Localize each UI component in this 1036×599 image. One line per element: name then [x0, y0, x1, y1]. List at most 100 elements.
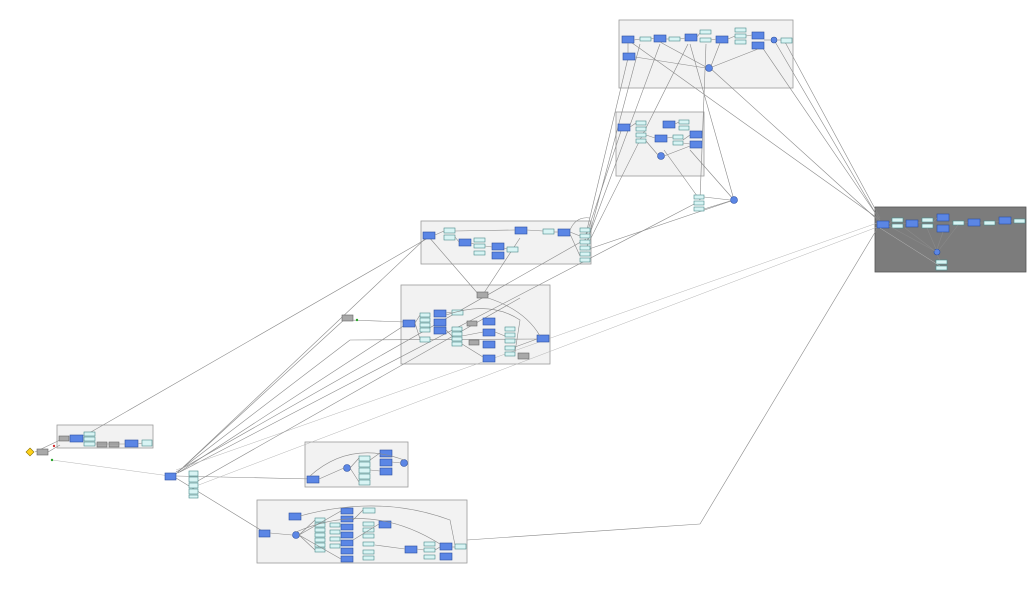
- task-node[interactable]: [876, 220, 890, 229]
- task-node[interactable]: [340, 539, 354, 547]
- task-node[interactable]: [69, 434, 84, 443]
- sub-node[interactable]: [423, 554, 436, 560]
- sub-node[interactable]: [188, 470, 199, 477]
- sub-node[interactable]: [506, 246, 519, 253]
- sub-node[interactable]: [473, 237, 486, 243]
- sub-node[interactable]: [734, 27, 747, 33]
- sub-node[interactable]: [329, 536, 341, 542]
- task-node[interactable]: [340, 531, 354, 539]
- gateway-node[interactable]: [343, 464, 351, 472]
- task-node[interactable]: [684, 33, 698, 42]
- sub-node[interactable]: [362, 549, 375, 555]
- task-node[interactable]: [124, 439, 139, 448]
- task-node[interactable]: [662, 120, 676, 129]
- task-node[interactable]: [653, 34, 667, 43]
- sub-node[interactable]: [635, 120, 647, 126]
- task-node[interactable]: [967, 218, 981, 227]
- sub-node[interactable]: [1013, 218, 1026, 224]
- task-node[interactable]: [689, 130, 703, 139]
- sub-node[interactable]: [423, 541, 436, 547]
- sub-node[interactable]: [678, 119, 690, 125]
- sub-node[interactable]: [504, 326, 516, 332]
- task-node[interactable]: [404, 545, 418, 554]
- disabled-node[interactable]: [466, 320, 478, 327]
- disabled-node[interactable]: [517, 352, 530, 360]
- sub-node[interactable]: [935, 265, 948, 271]
- sub-node[interactable]: [693, 206, 705, 212]
- sub-node[interactable]: [358, 455, 371, 462]
- task-node[interactable]: [751, 31, 765, 40]
- group-lower-mid[interactable]: [304, 441, 409, 488]
- sub-node[interactable]: [473, 243, 486, 249]
- sub-node[interactable]: [314, 547, 326, 553]
- gateway-node[interactable]: [770, 36, 778, 44]
- sub-node[interactable]: [358, 467, 371, 474]
- sub-node[interactable]: [188, 488, 199, 495]
- sub-node[interactable]: [314, 527, 326, 533]
- sub-node[interactable]: [678, 125, 690, 131]
- sub-node[interactable]: [451, 341, 463, 347]
- task-node[interactable]: [433, 309, 447, 318]
- sub-node[interactable]: [83, 441, 96, 447]
- sub-node[interactable]: [419, 312, 431, 318]
- disabled-node[interactable]: [476, 291, 489, 299]
- sub-node[interactable]: [419, 317, 431, 323]
- task-node[interactable]: [164, 472, 177, 481]
- task-node[interactable]: [621, 35, 635, 44]
- sub-node[interactable]: [358, 479, 371, 486]
- task-node[interactable]: [340, 555, 354, 563]
- sub-node[interactable]: [639, 36, 652, 42]
- sub-node[interactable]: [83, 431, 96, 437]
- sub-node[interactable]: [699, 37, 712, 43]
- task-node[interactable]: [379, 458, 393, 467]
- sub-node[interactable]: [504, 345, 516, 351]
- sub-node[interactable]: [83, 436, 96, 442]
- task-node[interactable]: [557, 228, 571, 237]
- task-node[interactable]: [288, 512, 302, 521]
- disabled-node[interactable]: [96, 441, 108, 448]
- sub-node[interactable]: [188, 482, 199, 489]
- start-task[interactable]: [36, 448, 49, 456]
- sub-node[interactable]: [952, 220, 965, 226]
- sub-node[interactable]: [362, 533, 375, 539]
- task-node[interactable]: [998, 216, 1012, 225]
- sub-node[interactable]: [699, 29, 712, 35]
- sub-node[interactable]: [668, 36, 681, 42]
- task-node[interactable]: [439, 542, 453, 551]
- sub-node[interactable]: [734, 33, 747, 39]
- task-node[interactable]: [491, 251, 505, 260]
- group-bottom[interactable]: [256, 499, 468, 564]
- gateway-node[interactable]: [292, 531, 300, 539]
- disabled-node[interactable]: [341, 314, 354, 322]
- sub-node[interactable]: [443, 234, 456, 241]
- sub-node[interactable]: [314, 532, 326, 538]
- disabled-node[interactable]: [108, 441, 120, 448]
- sub-node[interactable]: [579, 257, 591, 263]
- sub-node[interactable]: [419, 336, 431, 343]
- sub-node[interactable]: [419, 327, 431, 333]
- task-node[interactable]: [340, 523, 354, 531]
- task-node[interactable]: [433, 326, 447, 335]
- sub-node[interactable]: [358, 473, 371, 480]
- task-node[interactable]: [689, 140, 703, 149]
- task-node[interactable]: [58, 435, 70, 442]
- task-node[interactable]: [340, 507, 354, 515]
- sub-node[interactable]: [635, 138, 647, 144]
- sub-node[interactable]: [983, 220, 996, 226]
- sub-node[interactable]: [141, 439, 153, 447]
- task-node[interactable]: [936, 213, 950, 222]
- sub-node[interactable]: [635, 132, 647, 138]
- task-node[interactable]: [514, 226, 528, 235]
- task-node[interactable]: [258, 529, 271, 538]
- task-node[interactable]: [905, 219, 919, 228]
- sub-node[interactable]: [935, 259, 948, 265]
- sub-node[interactable]: [579, 251, 591, 257]
- task-node[interactable]: [482, 340, 496, 349]
- task-node[interactable]: [379, 467, 393, 476]
- sub-node[interactable]: [504, 332, 516, 338]
- sub-node[interactable]: [451, 331, 463, 337]
- task-node[interactable]: [536, 334, 550, 343]
- sub-node[interactable]: [734, 39, 747, 45]
- gateway-node[interactable]: [730, 196, 738, 204]
